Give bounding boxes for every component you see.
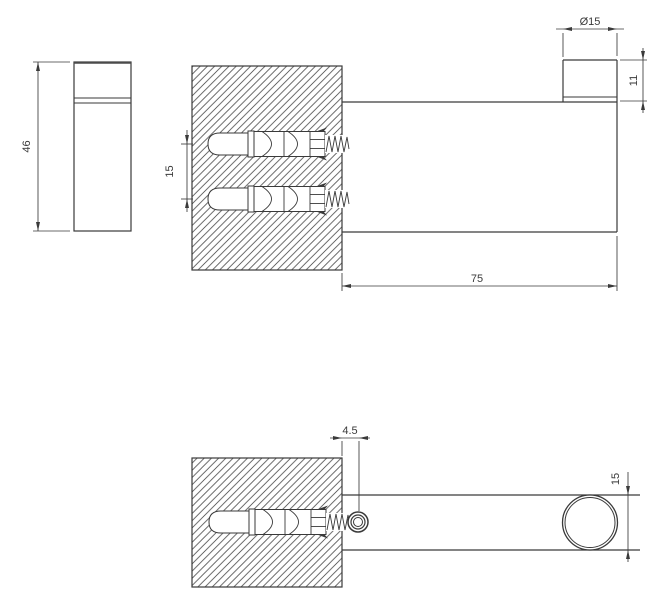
hook-body-outline bbox=[342, 59, 618, 233]
arrow-up-icon bbox=[36, 62, 40, 71]
arrow-left-icon bbox=[563, 27, 572, 31]
dimension-height-46: 46 bbox=[21, 61, 70, 232]
dim-label-15-arm: 15 bbox=[610, 473, 622, 485]
dimension-peg-diameter: Ø15 bbox=[556, 16, 624, 57]
arrow-up-icon bbox=[185, 199, 189, 208]
side-view: 46 bbox=[21, 61, 132, 232]
arrow-up-icon bbox=[641, 101, 645, 110]
plan-view: 4.5 15 bbox=[191, 425, 640, 588]
arrow-left-icon bbox=[342, 284, 351, 288]
dim-label-75: 75 bbox=[471, 273, 483, 285]
wall-block-upper bbox=[191, 65, 343, 271]
arrow-down-icon bbox=[185, 135, 189, 144]
section-view: Ø15 11 15 75 bbox=[164, 16, 647, 291]
dimension-anchor-spacing-15: 15 bbox=[164, 130, 193, 212]
dimension-arm-width-15: 15 bbox=[610, 472, 630, 562]
arrow-down-icon bbox=[36, 222, 40, 231]
arrow-right-icon bbox=[608, 284, 617, 288]
arrow-right-icon bbox=[333, 436, 342, 440]
arrow-down-icon bbox=[641, 51, 645, 60]
dim-label-11: 11 bbox=[628, 75, 640, 86]
arrow-up-icon bbox=[626, 550, 630, 559]
dimension-peg-height-11: 11 bbox=[620, 48, 647, 113]
dimension-projection-75: 75 bbox=[341, 236, 618, 291]
dim-label-4-5: 4.5 bbox=[342, 425, 357, 437]
dim-label-46: 46 bbox=[21, 140, 33, 152]
screw-head bbox=[347, 511, 369, 533]
dim-label-dia15: Ø15 bbox=[580, 16, 601, 28]
side-view-body bbox=[73, 61, 132, 232]
peg-end-circle bbox=[561, 494, 619, 551]
arrow-right-icon bbox=[608, 27, 617, 31]
dim-label-15-spacing: 15 bbox=[164, 165, 176, 177]
dimension-screw-offset-4-5: 4.5 bbox=[330, 425, 370, 511]
arrow-left-icon bbox=[359, 436, 368, 440]
arrow-down-icon bbox=[626, 486, 630, 495]
